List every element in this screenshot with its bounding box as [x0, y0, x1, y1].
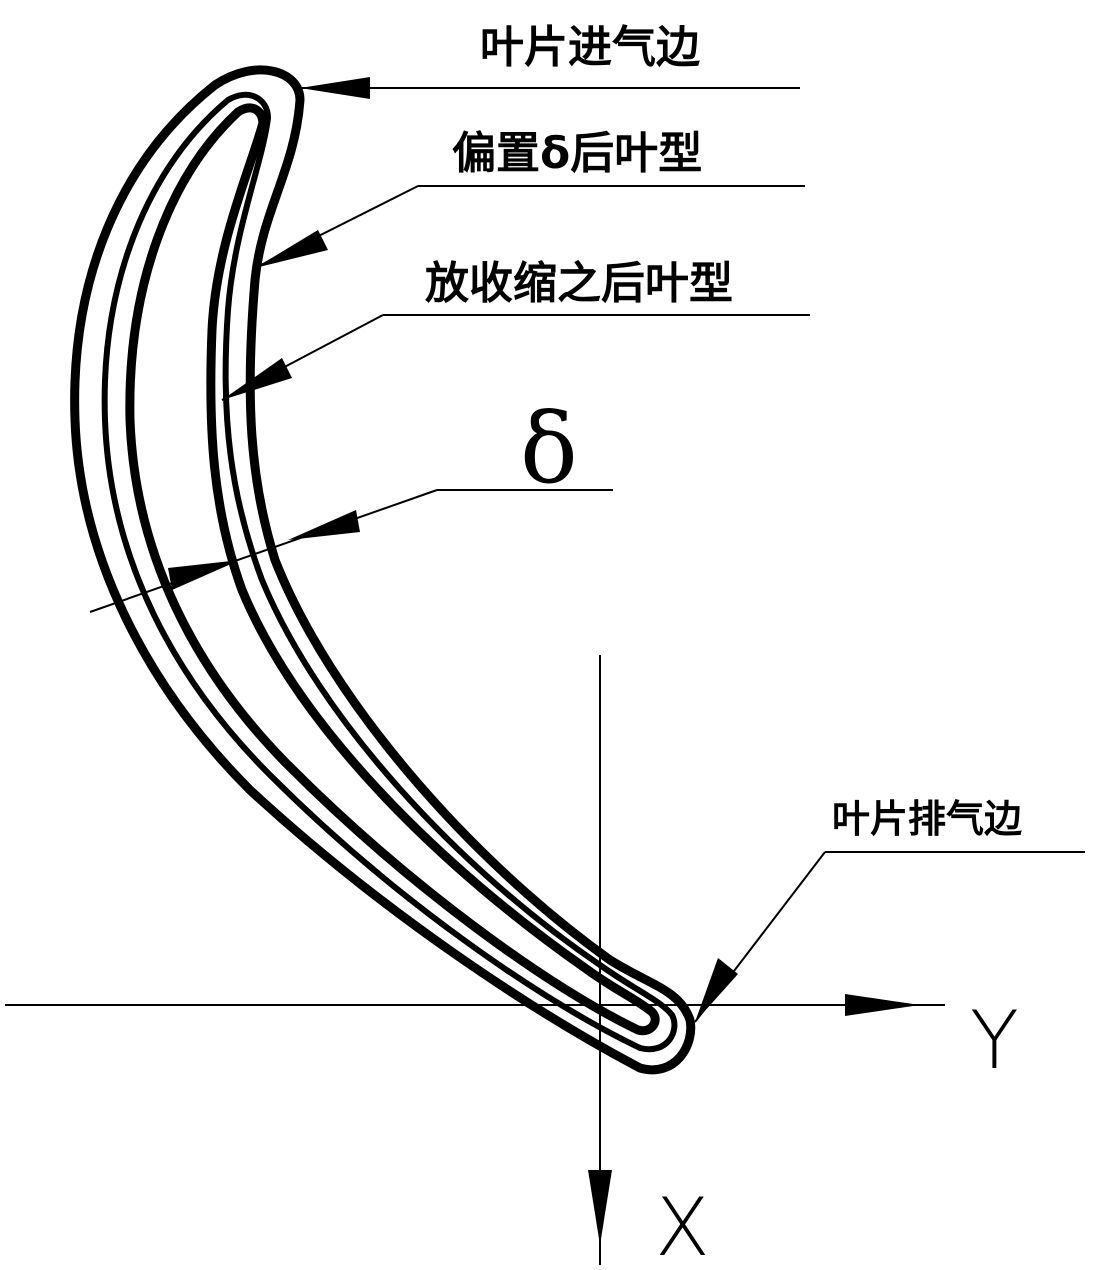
x-axis-label: X [655, 1181, 710, 1270]
leader-inlet-edge [300, 77, 800, 99]
leader-outlet-edge [695, 852, 1085, 1022]
label-inlet-edge: 叶片进气边 [480, 22, 700, 73]
y-axis-label: Y [970, 994, 1019, 1087]
label-delta: δ [520, 393, 578, 505]
coordinate-axes [5, 655, 945, 1265]
label-shrink-profile: 放收缩之后叶型 [425, 258, 733, 309]
leader-shrink-profile [222, 315, 810, 400]
leader-offset-profile [255, 186, 805, 268]
label-offset-profile: 偏置δ后叶型 [452, 128, 702, 179]
label-outlet-edge: 叶片排气边 [832, 797, 1022, 841]
y-axis-arrow [845, 994, 920, 1016]
x-axis-arrow [588, 1170, 612, 1245]
